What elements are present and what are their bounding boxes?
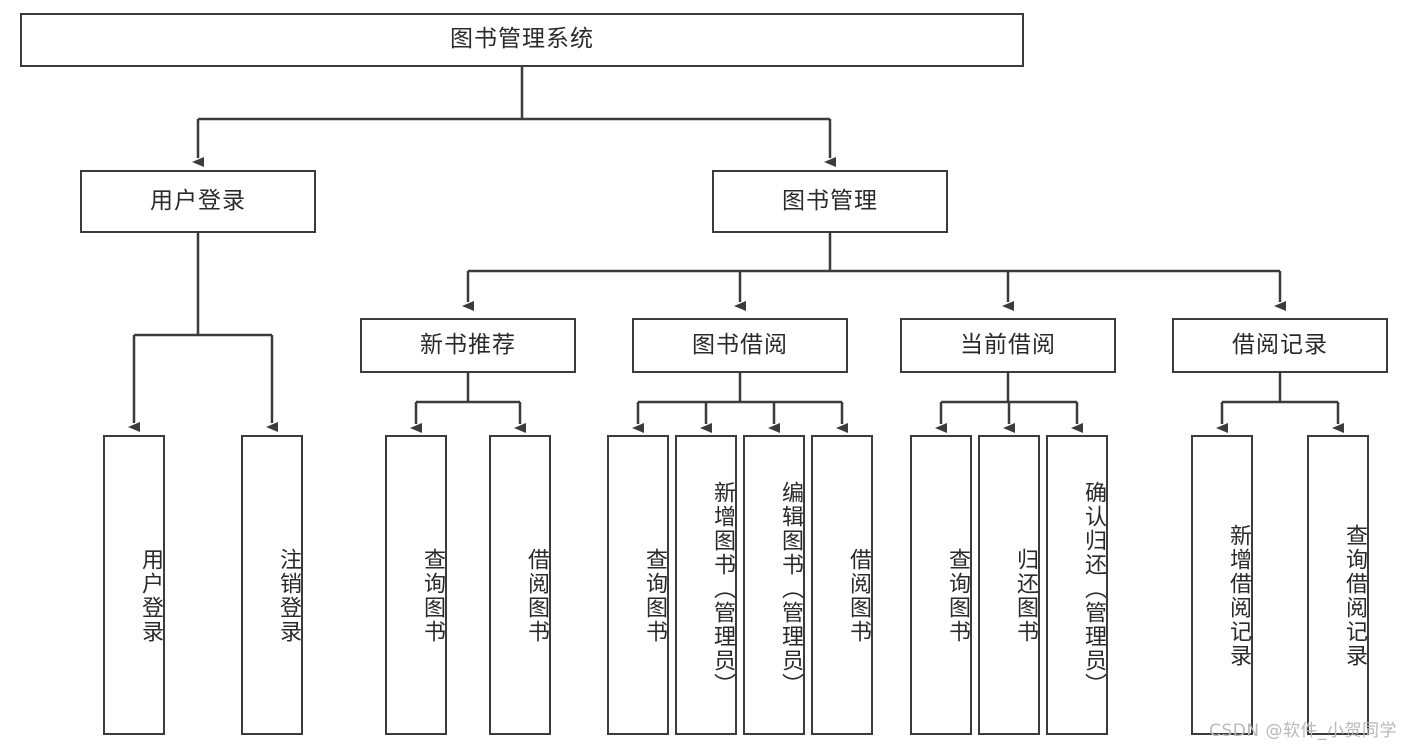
node-leaf-borrow-book-2-label: 借阅图书 [846,548,871,644]
node-leaf-add-book[interactable]: 新增图书（管理员） [675,435,737,735]
node-book-management[interactable]: 图书管理 [712,170,948,233]
node-leaf-confirm-return-label: 确认归还（管理员） [1081,481,1106,697]
node-borrow-record-label: 借阅记录 [1232,331,1328,358]
node-book-borrow[interactable]: 图书借阅 [632,318,848,373]
node-leaf-query-book-2[interactable]: 查询图书 [607,435,669,735]
node-user-login-label: 用户登录 [150,187,246,214]
node-leaf-user-login-label: 用户登录 [138,548,163,644]
node-new-book-recommend[interactable]: 新书推荐 [360,318,576,373]
node-book-management-label: 图书管理 [782,187,878,214]
node-user-login[interactable]: 用户登录 [80,170,316,233]
node-leaf-borrow-book-1-label: 借阅图书 [524,548,549,644]
node-leaf-query-record-label: 查询借阅记录 [1342,524,1367,668]
node-leaf-query-book-1[interactable]: 查询图书 [385,435,447,735]
node-leaf-user-login[interactable]: 用户登录 [103,435,165,735]
node-current-borrow-label: 当前借阅 [960,331,1056,358]
node-root[interactable]: 图书管理系统 [20,13,1024,67]
node-leaf-return-book-label: 归还图书 [1013,548,1038,644]
node-leaf-user-logout[interactable]: 注销登录 [241,435,303,735]
node-root-label: 图书管理系统 [450,26,594,53]
node-leaf-add-record[interactable]: 新增借阅记录 [1191,435,1253,735]
node-leaf-query-book-3-label: 查询图书 [945,548,970,644]
node-leaf-confirm-return[interactable]: 确认归还（管理员） [1046,435,1108,735]
node-leaf-borrow-book-2[interactable]: 借阅图书 [811,435,873,735]
node-leaf-borrow-book-1[interactable]: 借阅图书 [489,435,551,735]
node-leaf-query-book-2-label: 查询图书 [642,548,667,644]
csdn-watermark: CSDN @软件_小贺同学 [1209,721,1397,741]
node-leaf-query-record[interactable]: 查询借阅记录 [1307,435,1369,735]
node-leaf-add-book-label: 新增图书（管理员） [710,481,735,697]
node-leaf-query-book-1-label: 查询图书 [420,548,445,644]
node-new-book-recommend-label: 新书推荐 [420,331,516,358]
node-leaf-edit-book[interactable]: 编辑图书（管理员） [743,435,805,735]
node-borrow-record[interactable]: 借阅记录 [1172,318,1388,373]
node-leaf-add-record-label: 新增借阅记录 [1226,524,1251,668]
node-leaf-edit-book-label: 编辑图书（管理员） [778,481,803,697]
node-leaf-query-book-3[interactable]: 查询图书 [910,435,972,735]
node-leaf-user-logout-label: 注销登录 [276,548,301,644]
node-leaf-return-book[interactable]: 归还图书 [978,435,1040,735]
node-book-borrow-label: 图书借阅 [692,331,788,358]
node-current-borrow[interactable]: 当前借阅 [900,318,1116,373]
